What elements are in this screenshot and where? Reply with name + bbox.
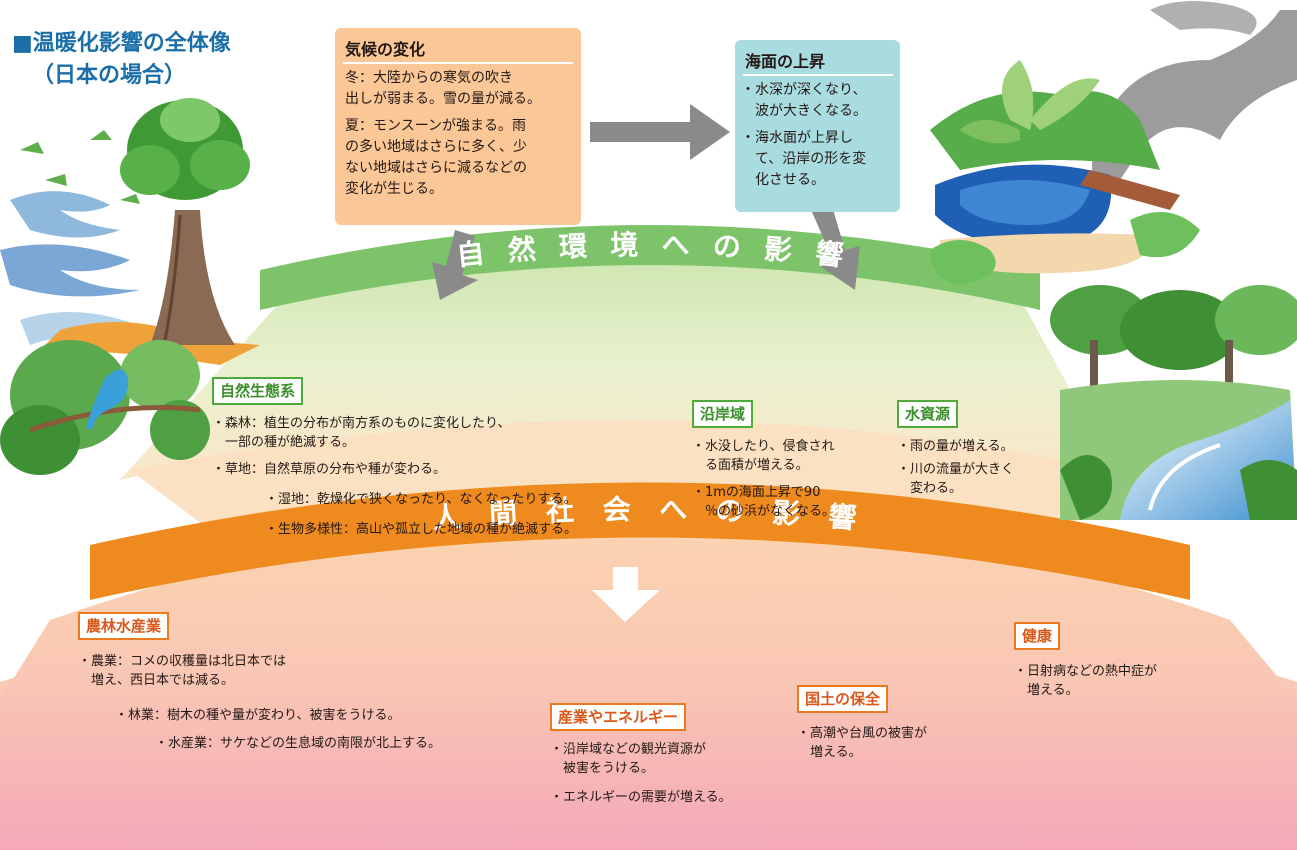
society-band-label: 人間社会への影響: [431, 493, 858, 535]
climate-line: ない地域はさらに減るなどの: [345, 160, 527, 176]
orange-band: [90, 482, 1190, 600]
tree-with-wind-illustration: [0, 98, 260, 365]
land-heading: 国土の保全: [797, 685, 889, 713]
sea-line: ・海水面が上昇し: [741, 130, 853, 146]
agriculture-line: 増え、西日本では減る。: [78, 673, 235, 688]
industry-heading: 産業やエネルギー: [550, 703, 687, 731]
sea-line: 波が大きくなる。: [741, 103, 867, 119]
band-label-char: 影: [763, 232, 793, 267]
land-text: ・高潮や台風の被害が 増える。: [797, 724, 927, 762]
ecosystem-line: ・森林：植生の分布が南方系のものに変化したり、: [212, 416, 511, 431]
sea-level-text: ・水深が深くなり、 波が大きくなる。 ・海水面が上昇し て、沿岸の形を変 化させ…: [741, 80, 867, 191]
band-label-char: の: [715, 494, 744, 528]
industry-line: 被害をうける。: [550, 761, 655, 776]
band-label-char: 響: [814, 237, 845, 273]
industry-line: ・エネルギーの需要が増える。: [550, 790, 732, 805]
water-text: ・雨の量が増える。 ・川の流量が大きく 変わる。: [897, 437, 1014, 498]
sea-heading-rule: [743, 74, 893, 76]
coast-line: ・1mの海面上昇で90: [692, 485, 821, 500]
agriculture-forestry: ・林業：樹木の種や量が変わり、被害をうける。: [115, 708, 401, 723]
ecosystem-biodiversity: ・生物多様性：高山や孤立した地域の種が絶滅する。: [265, 522, 578, 537]
band-label-char: 自: [455, 237, 486, 273]
arrow-sea-down: [812, 206, 860, 290]
arrow-climate-to-sea: [590, 104, 730, 160]
band-label-char: 社: [545, 494, 574, 528]
ecosystem-wetland: ・湿地：乾燥化で狭くなったり、なくなったりする。: [265, 492, 577, 507]
land-line: ・高潮や台風の被害が: [797, 726, 928, 741]
coast-line: ・水没したり、侵食され: [692, 439, 835, 454]
sea-level-heading: 海面の上昇: [745, 52, 826, 71]
sea-line: て、沿岸の形を変: [741, 151, 867, 167]
coast-line: る面積が増える。: [692, 458, 809, 473]
band-label-char: 会: [602, 493, 630, 526]
bird-in-branch-illustration: [0, 340, 210, 475]
climate-line: 出しが弱まる。雪の量が減る。: [345, 91, 541, 107]
band-label-char: 然: [507, 232, 537, 267]
band-label-char: へ: [661, 228, 690, 261]
nature-fan: [120, 230, 1120, 480]
climate-line: の多い地域はさらに多く、少: [345, 139, 527, 155]
society-fan-shape: [0, 515, 1297, 850]
ecosystem-forest: ・森林：植生の分布が南方系のものに変化したり、 一部の種が絶滅する。: [212, 414, 510, 452]
agriculture-farming: ・農業：コメの収穫量は北日本では 増え、西日本では減る。: [78, 652, 286, 690]
band-label-char: 響: [827, 500, 858, 535]
climate-line: 夏：モンスーンが強まる。雨: [345, 118, 527, 134]
health-line: ・日射病などの熱中症が: [1014, 664, 1158, 679]
ecosystem-line: 一部の種が絶滅する。: [212, 435, 356, 450]
title-line-1: ■温暖化影響の全体像: [12, 31, 231, 56]
arrow-climate-down: [432, 230, 478, 300]
sea-level-box: 海面の上昇 ・水深が深くなり、 波が大きくなる。 ・海水面が上昇し て、沿岸の形…: [735, 40, 900, 212]
band-label-char: 境: [610, 228, 639, 261]
sea-line: ・水深が深くなり、: [741, 82, 867, 98]
forest-river-illustration: [1050, 285, 1297, 520]
health-text: ・日射病などの熱中症が 増える。: [1014, 662, 1157, 700]
water-line: 変わる。: [897, 481, 963, 496]
climate-heading-rule: [343, 62, 573, 64]
water-line: ・川の流量が大きく: [897, 462, 1015, 477]
agriculture-fishery: ・水産業：サケなどの生息域の南限が北上する。: [155, 736, 442, 751]
health-line: 増える。: [1014, 683, 1079, 698]
band-label-char: の: [712, 230, 741, 264]
coast-text: ・水没したり、侵食され る面積が増える。 ・1mの海面上昇で90 ％の砂浜がなく…: [692, 437, 835, 521]
band-label-char: 間: [488, 496, 518, 531]
coast-line: ％の砂浜がなくなる。: [692, 504, 836, 519]
band-label-char: 人: [431, 500, 462, 535]
water-line: ・雨の量が増える。: [897, 439, 1014, 454]
water-heading: 水資源: [897, 400, 959, 428]
band-label-char: 環: [558, 230, 588, 264]
climate-change-text: 冬：大陸からの寒気の吹き 出しが弱まる。雪の量が減る。 夏：モンスーンが強まる。…: [345, 68, 541, 200]
arrow-nature-to-society: [592, 567, 660, 622]
band-label-char: へ: [659, 493, 687, 526]
agriculture-heading: 農林水産業: [78, 612, 170, 640]
agriculture-line: ・農業：コメの収穫量は北日本では: [78, 654, 287, 669]
climate-line: 変化が生じる。: [345, 181, 443, 197]
sea-line: 化させる。: [741, 172, 825, 188]
climate-change-box: 気候の変化 冬：大陸からの寒気の吹き 出しが弱まる。雪の量が減る。 夏：モンスー…: [335, 28, 581, 225]
title-line-2: （日本の場合）: [32, 63, 187, 88]
industry-text: ・沿岸域などの観光資源が 被害をうける。 ・エネルギーの需要が増える。: [550, 740, 732, 807]
climate-line: 冬：大陸からの寒気の吹き: [345, 70, 513, 86]
island-with-palm-and-smoke-illustration: [930, 1, 1297, 285]
band-label-char: 影: [771, 496, 801, 531]
page-title: ■温暖化影響の全体像 （日本の場合）: [12, 28, 312, 92]
ecosystem-grassland: ・草地：自然草原の分布や種が変わる。: [212, 462, 447, 477]
health-heading: 健康: [1014, 622, 1061, 650]
nature-band-label: 自然環境への影響: [455, 228, 845, 272]
industry-line: ・沿岸域などの観光資源が: [550, 742, 707, 757]
coast-heading: 沿岸域: [692, 400, 754, 428]
land-line: 増える。: [797, 745, 862, 760]
climate-change-heading: 気候の変化: [345, 40, 426, 59]
ecosystem-heading: 自然生態系: [212, 377, 304, 405]
